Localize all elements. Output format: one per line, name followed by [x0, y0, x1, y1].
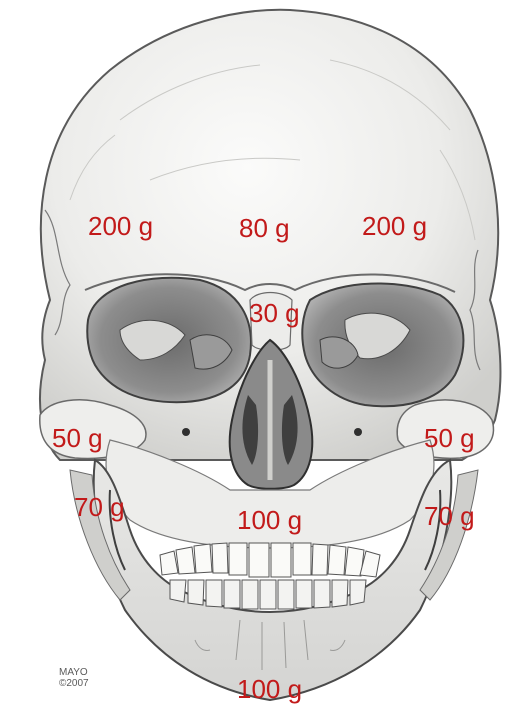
- frontal-right-label: 200 g: [362, 212, 427, 240]
- credit-line-2: ©2007: [59, 678, 89, 689]
- maxilla-label: 100 g: [237, 506, 302, 534]
- lower-teeth: [170, 580, 366, 609]
- frontal-left-label: 200 g: [88, 212, 153, 240]
- glabella-label: 80 g: [239, 214, 290, 242]
- mandible-label: 100 g: [237, 675, 302, 703]
- nasal-label: 30 g: [249, 299, 300, 327]
- ramus-left-label: 70 g: [74, 493, 125, 521]
- ramus-right-label: 70 g: [424, 502, 475, 530]
- zygomatic-left-label: 50 g: [52, 424, 103, 452]
- zygomatic-right-label: 50 g: [424, 424, 475, 452]
- credit-line-1: MAYO: [59, 667, 88, 678]
